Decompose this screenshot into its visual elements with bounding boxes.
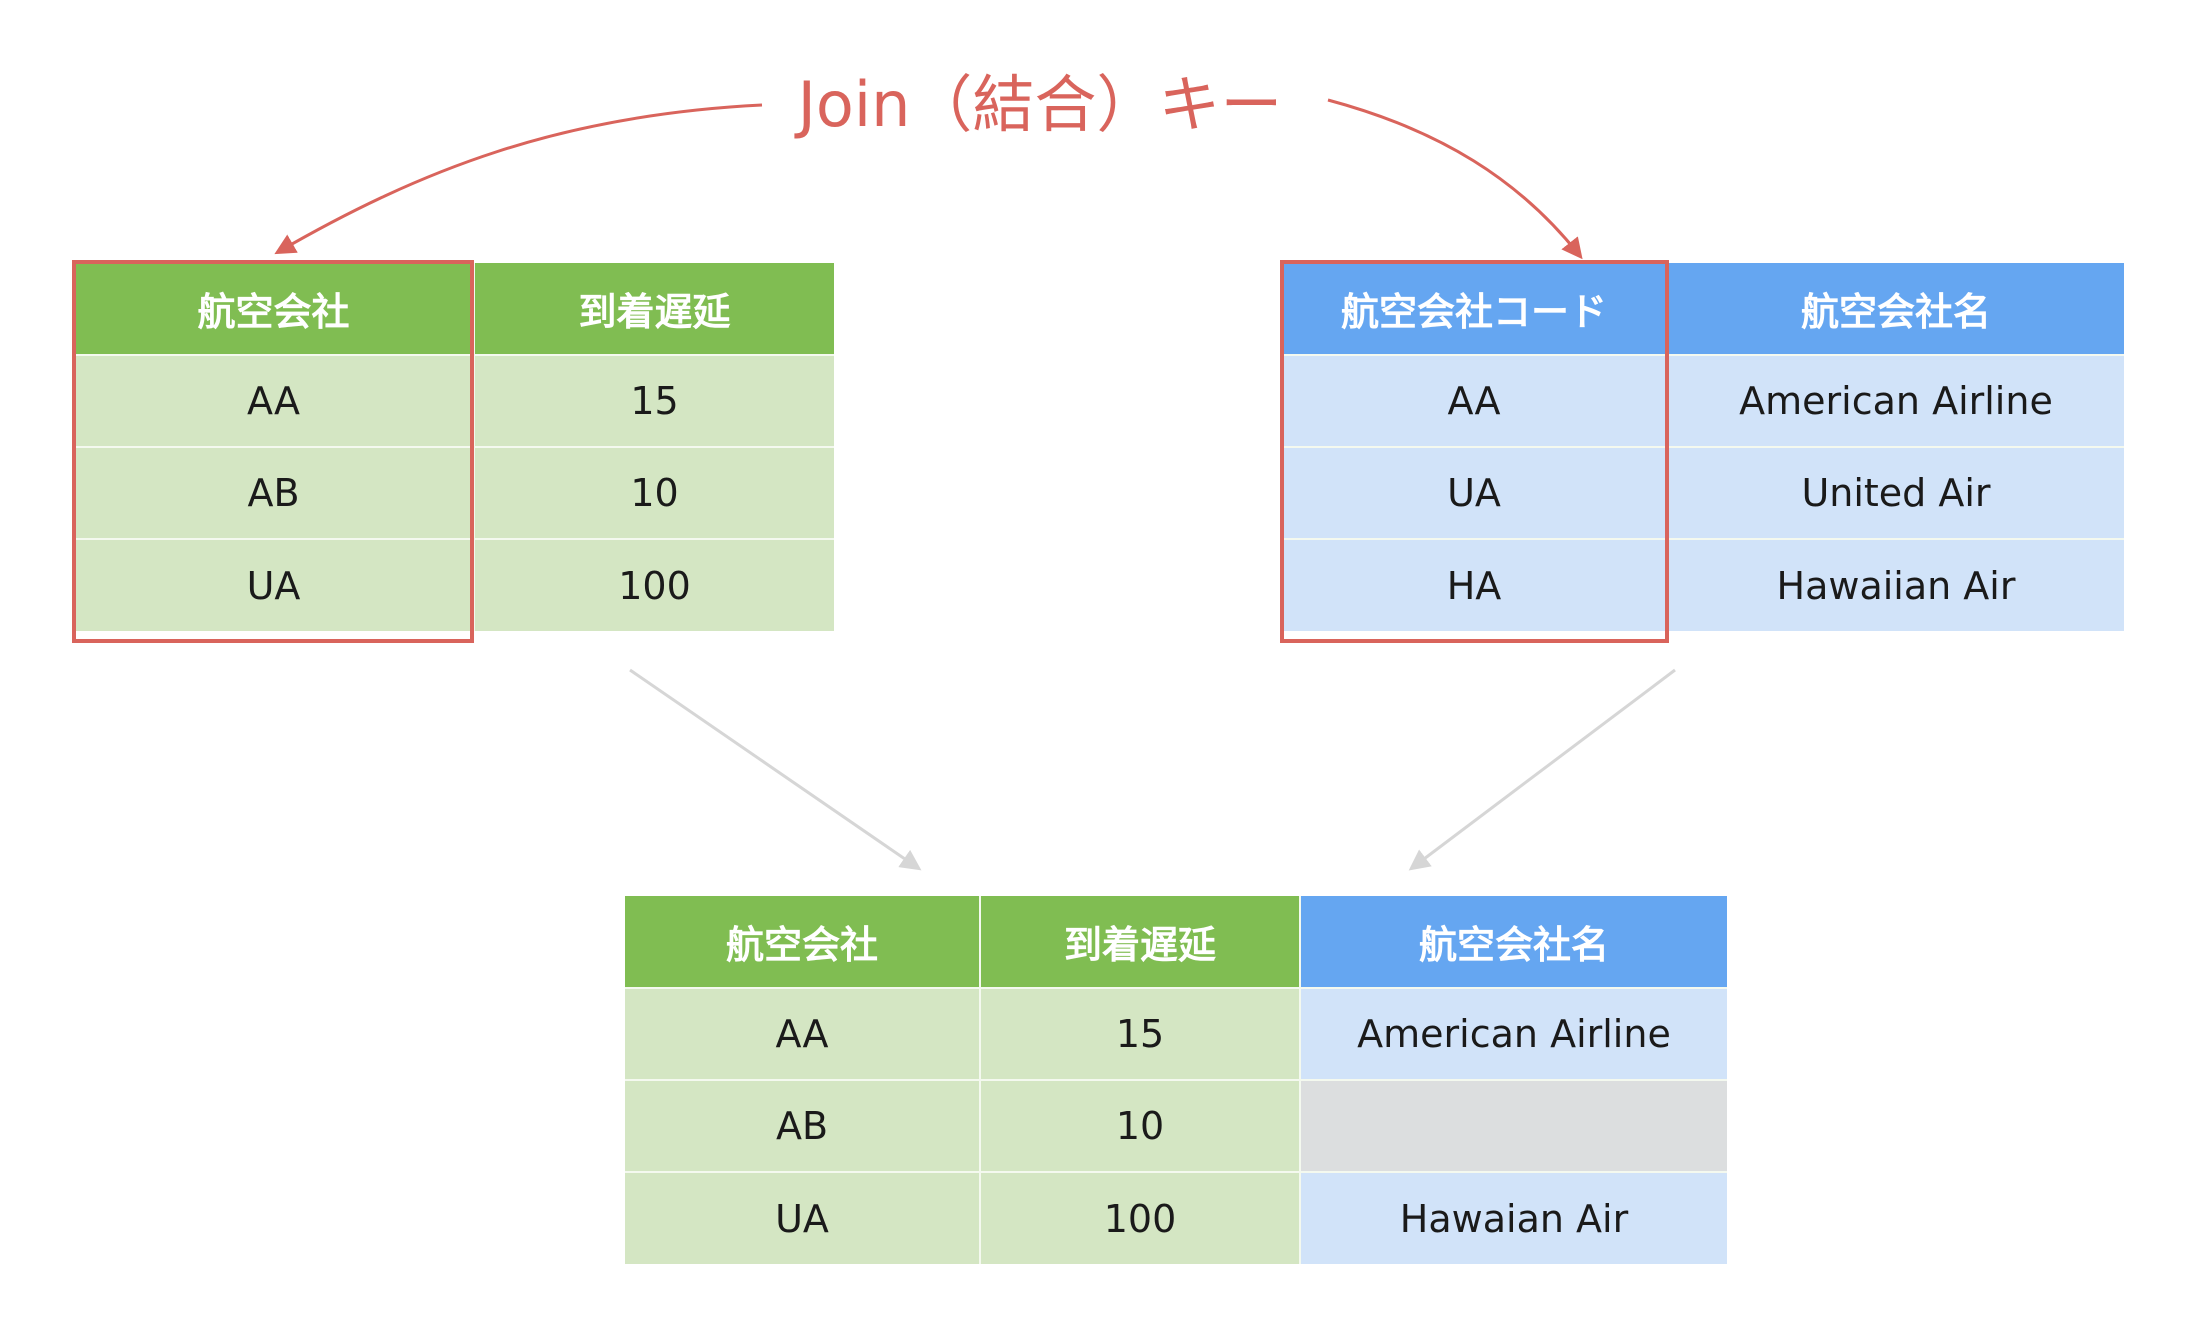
right-header-airline-name: 航空会社名: [1666, 263, 2124, 355]
result-table-header-row: 航空会社 到着遅延 航空会社名: [625, 896, 1727, 988]
left-cell: 100: [473, 538, 834, 631]
join-key-title: Join（結合）キー: [797, 68, 1283, 141]
result-header-arrival-delay: 到着遅延: [979, 896, 1300, 988]
left-table: 航空会社 到着遅延 AA 15 AB 10 UA 100: [74, 263, 834, 631]
result-cell: 10: [979, 1079, 1300, 1172]
right-cell: Hawaiian Air: [1666, 538, 2124, 631]
right-cell: AA: [1282, 354, 1667, 447]
left-cell: 10: [473, 446, 834, 539]
result-cell: Hawaian Air: [1299, 1171, 1727, 1264]
result-cell-empty: [1299, 1079, 1727, 1172]
left-cell: UA: [74, 538, 474, 631]
left-cell: AB: [74, 446, 474, 539]
result-table: 航空会社 到着遅延 航空会社名 AA 15 American Airline A…: [625, 896, 1727, 1264]
table-row: AA 15 American Airline: [625, 987, 1727, 1080]
result-header-airline-name: 航空会社名: [1299, 896, 1727, 988]
right-cell: United Air: [1666, 446, 2124, 539]
left-cell: AA: [74, 354, 474, 447]
right-table: 航空会社コード 航空会社名 AA American Airline UA Uni…: [1282, 263, 2124, 631]
left-key-highlight: [72, 260, 474, 643]
left-table-header-row: 航空会社 到着遅延: [74, 263, 834, 355]
result-cell: UA: [625, 1171, 980, 1264]
left-header-arrival-delay: 到着遅延: [473, 263, 834, 355]
right-cell: HA: [1282, 538, 1667, 631]
result-cell: AA: [625, 987, 980, 1080]
gray-arrow-left-to-result: [629, 668, 922, 871]
result-header-airline: 航空会社: [625, 896, 980, 988]
right-cell: UA: [1282, 446, 1667, 539]
result-cell: American Airline: [1299, 987, 1727, 1080]
table-row: UA 100 Hawaian Air: [625, 1171, 1727, 1264]
left-header-airline: 航空会社: [74, 263, 474, 355]
red-curved-arrow-left: [274, 103, 763, 255]
left-cell: 15: [473, 354, 834, 447]
result-cell: 15: [979, 987, 1300, 1080]
right-header-airline-code: 航空会社コード: [1282, 263, 1667, 355]
table-row: UA 100: [74, 538, 834, 631]
result-cell: AB: [625, 1079, 980, 1172]
right-cell: American Airline: [1666, 354, 2124, 447]
right-key-highlight: [1280, 260, 1669, 643]
result-cell: 100: [979, 1171, 1300, 1264]
table-row: AB 10: [625, 1079, 1727, 1172]
red-curved-arrow-right: [1327, 98, 1583, 260]
gray-arrow-right-to-result: [1408, 668, 1676, 871]
table-row: AB 10: [74, 446, 834, 539]
table-row: AA 15: [74, 354, 834, 447]
right-table-header-row: 航空会社コード 航空会社名: [1282, 263, 2124, 355]
table-row: HA Hawaiian Air: [1282, 538, 2124, 631]
table-row: AA American Airline: [1282, 354, 2124, 447]
